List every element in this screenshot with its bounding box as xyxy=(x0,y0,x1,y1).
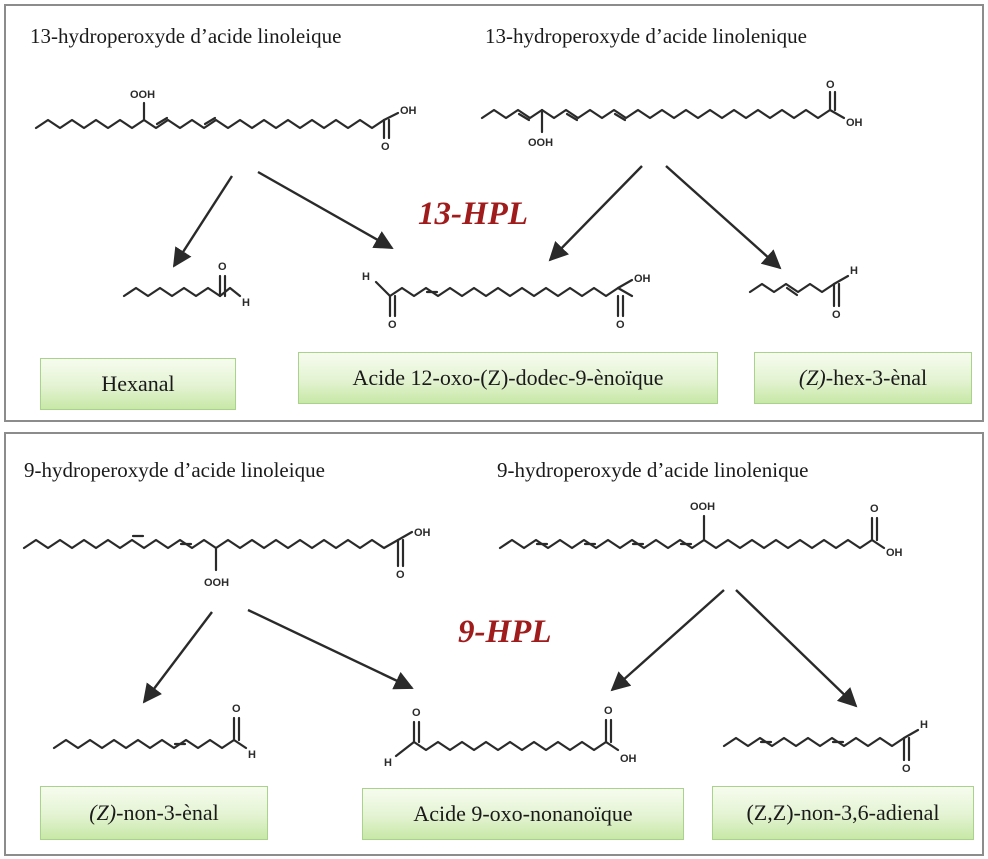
aldehyde-h-label: H xyxy=(362,271,370,283)
carbonyl-o-label: O xyxy=(388,319,397,331)
product-label-oxo-nonanoic-acid: Acide 9-oxo-nonanoïque xyxy=(413,801,633,826)
oh-group-label: OH xyxy=(400,105,417,117)
carbonyl-o-label: O xyxy=(616,319,625,331)
title-9-linoleic: 9-hydroperoxyde d’acide linoleique xyxy=(24,458,325,482)
title-13-linoleic: 13-hydroperoxyde d’acide linoleique xyxy=(30,24,342,48)
oh-group-label: OH xyxy=(414,527,431,539)
enzyme-label-9-hpl: 9-HPL xyxy=(458,614,552,650)
product-label-nonenal-name: -non-3-ènal xyxy=(116,800,219,825)
carbonyl-o-label: O xyxy=(218,261,227,273)
product-label-hexenal-name: -hex-3-ènal xyxy=(825,365,928,390)
product-label-hexenal-stereo: (Z) xyxy=(798,365,826,390)
product-label-hexanal: Hexanal xyxy=(101,371,175,396)
structure-nonadienal xyxy=(722,728,920,762)
reaction-arrow xyxy=(257,170,394,250)
title-13-linolenic: 13-hydroperoxyde d’acide linolenique xyxy=(485,24,807,48)
product-box-oxo-dodecenoic-acid: Acide 12-oxo-(Z)-dodec-9-ènoïque xyxy=(298,352,718,404)
reaction-arrow xyxy=(735,589,858,708)
ooh-group-label: OOH xyxy=(130,89,155,101)
enzyme-label-13-hpl: 13-HPL xyxy=(418,196,528,232)
reaction-arrow xyxy=(665,165,782,270)
structure-hexenal xyxy=(748,274,850,308)
structure-13-hydroperoxy-linolenic-acid xyxy=(480,90,846,134)
product-box-hexanal: Hexanal xyxy=(40,358,236,410)
carbonyl-o-label: O xyxy=(604,705,613,717)
oh-group-label: OH xyxy=(634,273,651,285)
carbonyl-o-label: O xyxy=(826,79,835,91)
reaction-arrow xyxy=(247,608,414,690)
aldehyde-h-label: H xyxy=(384,757,392,769)
reaction-arrow xyxy=(142,611,213,704)
product-label-nonenal-stereo: (Z) xyxy=(89,800,117,825)
aldehyde-h-label: H xyxy=(242,297,250,309)
carbonyl-o-label: O xyxy=(870,503,879,515)
aldehyde-h-label: H xyxy=(248,749,256,761)
structure-9-hydroperoxy-linolenic-acid xyxy=(498,514,886,550)
structure-9-hydroperoxy-linoleic-acid xyxy=(22,530,414,572)
aldehyde-h-label: H xyxy=(850,265,858,277)
aldehyde-h-label: H xyxy=(920,719,928,731)
structure-hexanal xyxy=(122,274,242,298)
reaction-arrow xyxy=(548,165,643,262)
carbonyl-o-label: O xyxy=(902,763,911,775)
product-box-oxo-nonanoic-acid: Acide 9-oxo-nonanoïque xyxy=(362,788,684,840)
oh-group-label: OH xyxy=(846,117,863,129)
carbonyl-o-label: O xyxy=(381,141,390,153)
reaction-arrow xyxy=(610,589,725,692)
structure-nonenal xyxy=(52,716,248,750)
ooh-group-label: OOH xyxy=(690,501,715,513)
oh-group-label: OH xyxy=(620,753,637,765)
carbonyl-o-label: O xyxy=(832,309,841,321)
product-box-nonadienal: (Z,Z)-non-3,6-adienal xyxy=(712,786,974,840)
product-box-hexenal: (Z)-hex-3-ènal xyxy=(754,352,972,404)
carbonyl-o-label: O xyxy=(232,703,241,715)
product-label-nonadienal: (Z,Z)-non-3,6-adienal xyxy=(746,800,940,825)
carbonyl-o-label: O xyxy=(396,569,405,581)
ooh-group-label: OOH xyxy=(528,137,553,149)
reaction-arrow xyxy=(172,175,234,268)
carbonyl-o-label: O xyxy=(412,707,421,719)
panel-9-hpl xyxy=(4,432,984,856)
structure-13-hydroperoxy-linoleic-acid xyxy=(34,101,400,140)
structure-9-oxo-nonanoic-acid xyxy=(394,718,620,758)
oh-group-label: OH xyxy=(886,547,903,559)
ooh-group-label: OOH xyxy=(204,577,229,589)
title-9-linolenic: 9-hydroperoxyde d’acide linolenique xyxy=(497,458,809,482)
structure-12-oxo-dodecenoic-acid xyxy=(374,278,634,318)
product-label-oxo-dodecenoic-acid: Acide 12-oxo-(Z)-dodec-9-ènoïque xyxy=(352,365,664,390)
product-box-nonenal: (Z)-non-3-ènal xyxy=(40,786,268,840)
